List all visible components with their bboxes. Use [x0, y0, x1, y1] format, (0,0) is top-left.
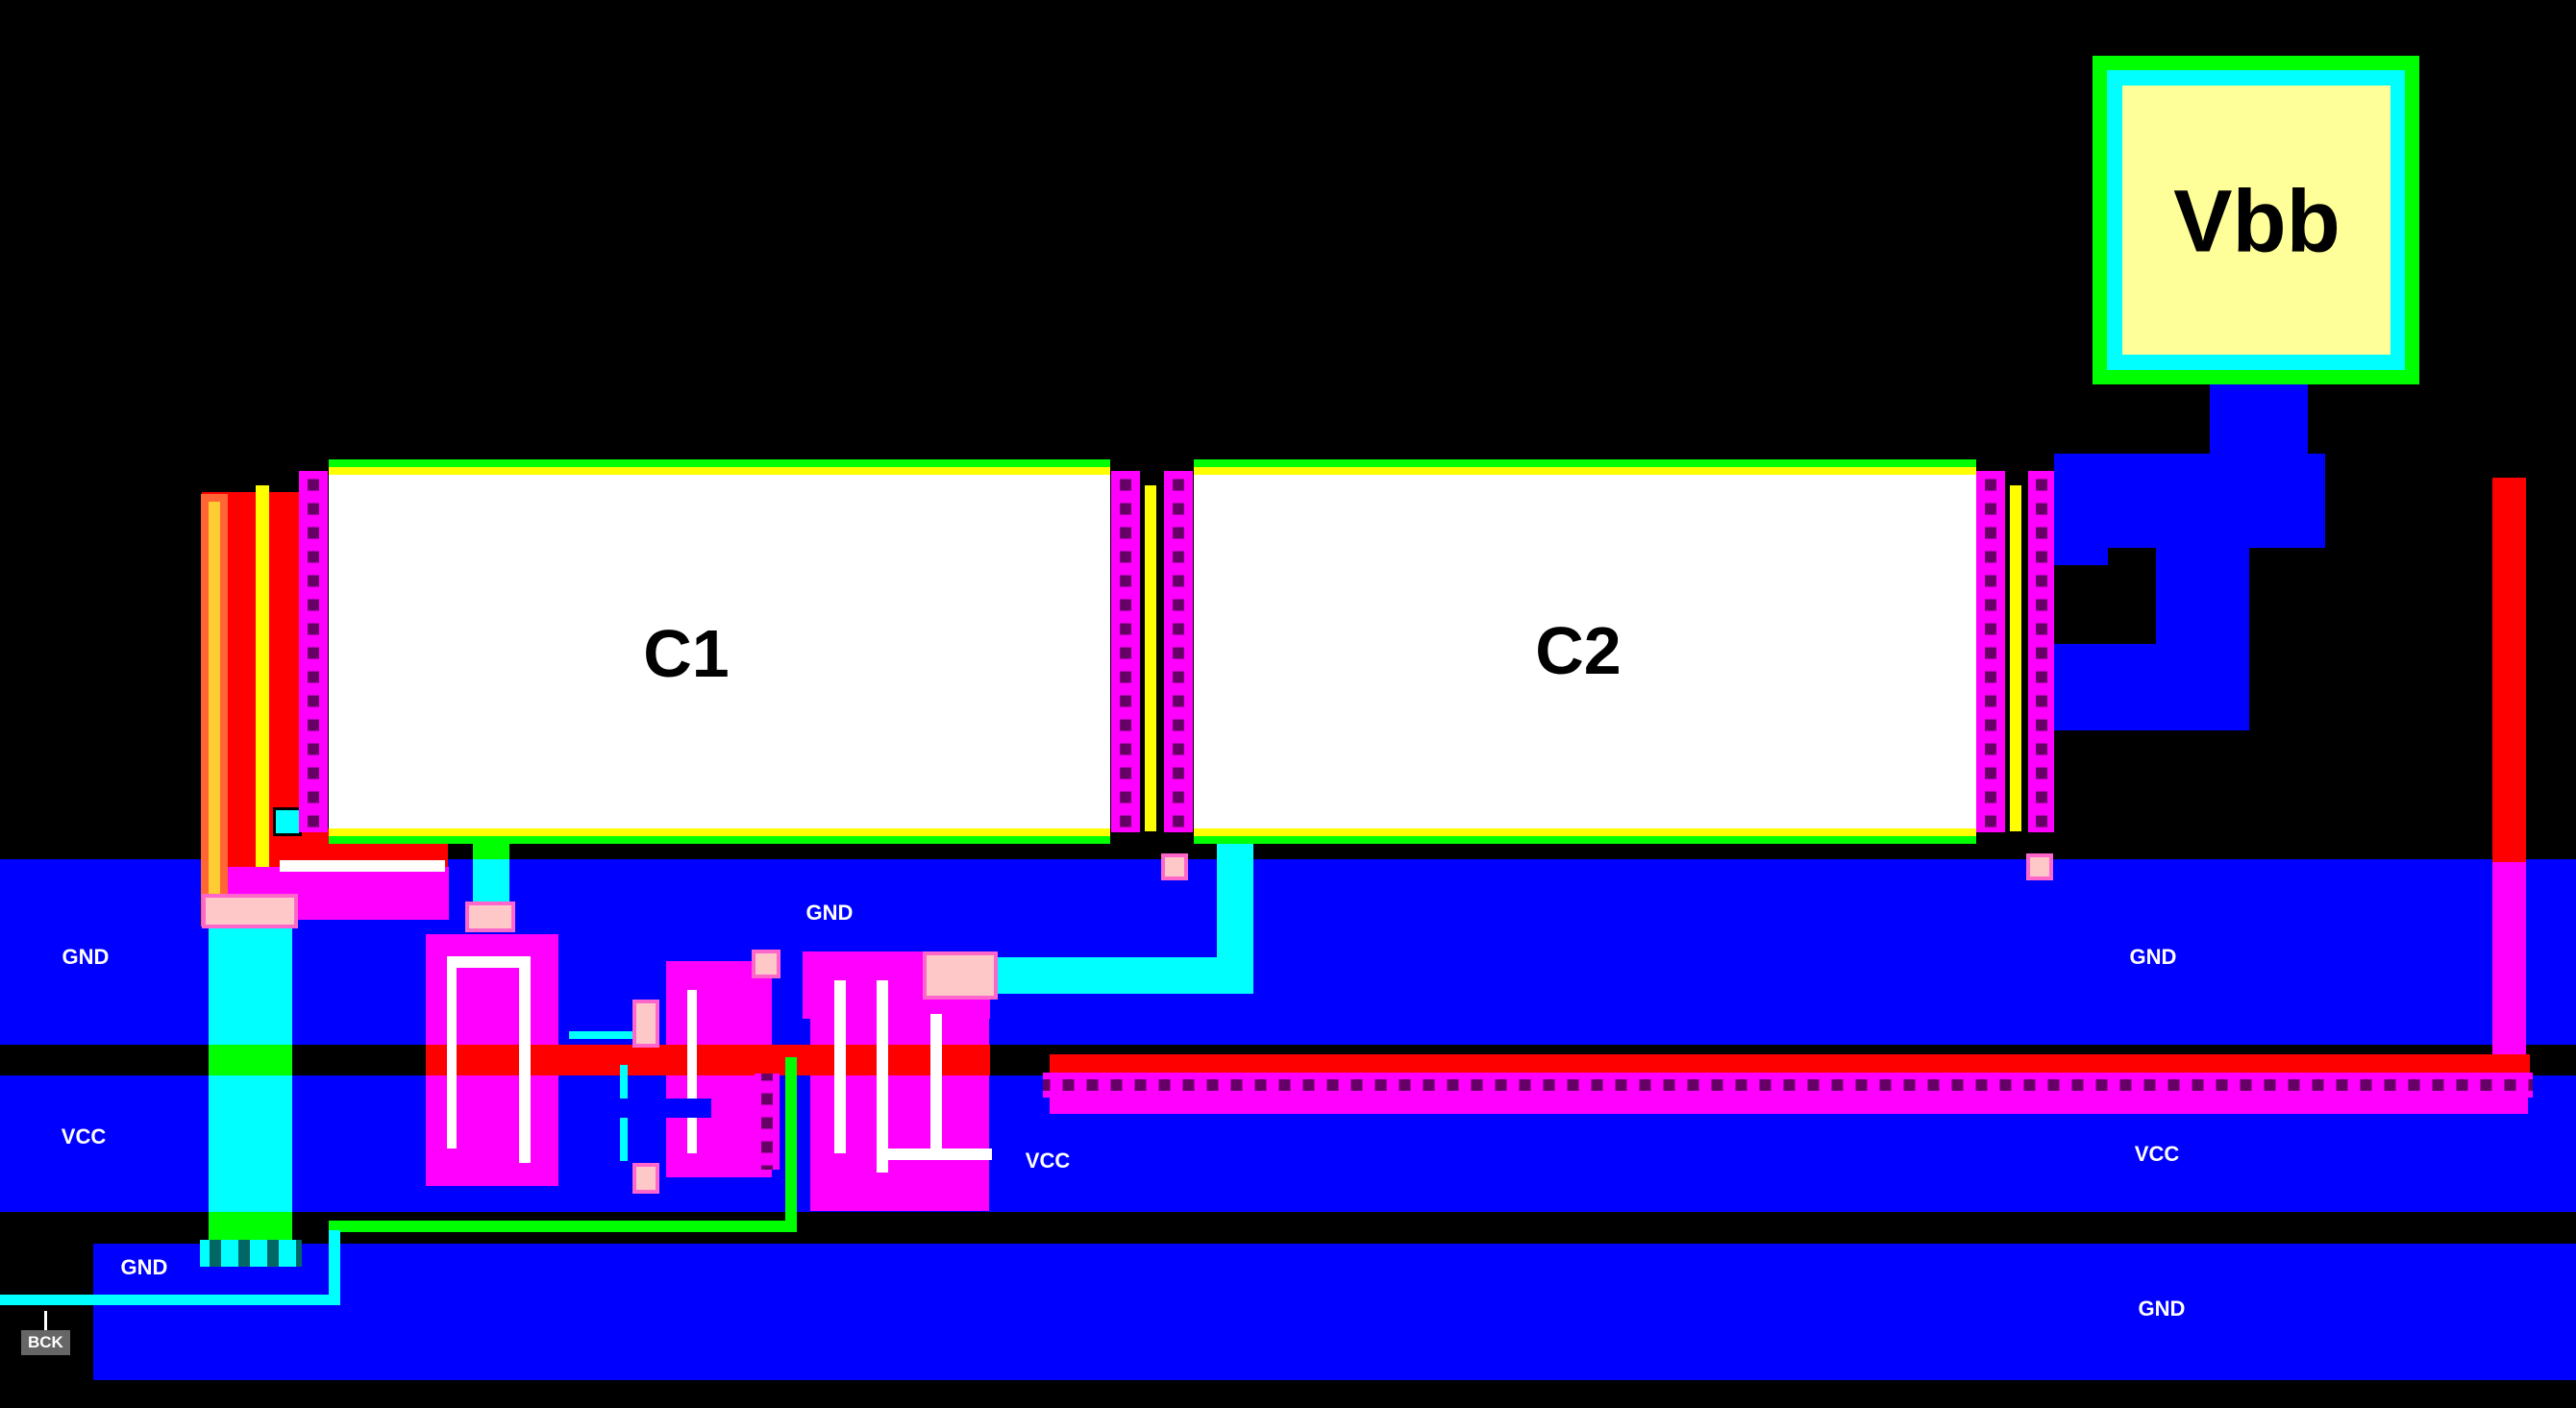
- c2-label: C2: [1535, 613, 1622, 688]
- rail-label-gnd: GND: [805, 901, 854, 925]
- diff-contacts-bar: [1043, 1073, 2533, 1098]
- c1-label: C1: [643, 616, 730, 691]
- poly-horizontal-bar[interactable]: [1050, 1054, 2530, 1075]
- contact-pad-cell1[interactable]: [632, 1000, 659, 1048]
- c2-contacts-outer: [2028, 471, 2054, 832]
- c1-contacts-left: [299, 471, 328, 832]
- c2-border-top-inner: [1194, 467, 1976, 475]
- metal1-cell-link[interactable]: [606, 1099, 711, 1118]
- vbb-wire-bottom[interactable]: [2054, 644, 2249, 730]
- metal-zigzag[interactable]: [256, 485, 269, 875]
- poly-right-vertical[interactable]: [2492, 478, 2526, 862]
- diff-bar-lower[interactable]: [1050, 1098, 2528, 1114]
- bck-wire[interactable]: [0, 1295, 340, 1305]
- rail-label-vcc: VCC: [1025, 1149, 1071, 1173]
- rail-label-vcc: VCC: [2134, 1142, 2180, 1166]
- contact-pad-cell2[interactable]: [632, 1163, 659, 1194]
- gate-d2[interactable]: [930, 1014, 942, 1158]
- vbb-wire-mid[interactable]: [2054, 548, 2108, 565]
- via-row-bottom: [200, 1240, 302, 1267]
- metal-wire-bottom[interactable]: [329, 1221, 797, 1232]
- c1-border-bottom-outer: [329, 836, 1110, 844]
- contact-pad-right[interactable]: [2026, 853, 2053, 880]
- c1-cell[interactable]: [329, 475, 1110, 828]
- poly-orange-core[interactable]: [209, 502, 220, 925]
- c2-border-bottom-outer: [1194, 836, 1976, 844]
- vbb-label: Vbb: [2173, 172, 2341, 271]
- c1-border-top: [329, 459, 1110, 467]
- gnd-rail-bottom[interactable]: [93, 1244, 2576, 1380]
- wire-white-left[interactable]: [280, 860, 445, 872]
- c2-border-bottom: [1194, 828, 1976, 836]
- bck-arrow-icon: [44, 1311, 47, 1330]
- c2-border-top: [1194, 459, 1976, 467]
- via-left-bottom: [209, 1212, 292, 1241]
- contact-square[interactable]: [273, 807, 302, 836]
- contact-pad-mid[interactable]: [1161, 853, 1188, 880]
- c2-contacts-right: [1976, 471, 2005, 832]
- metal2-cell-link[interactable]: [569, 1031, 636, 1039]
- gate-a2[interactable]: [519, 956, 531, 1163]
- cell-contacts-1: [755, 1074, 780, 1170]
- gate-a-top[interactable]: [447, 956, 529, 968]
- c2-cell[interactable]: [1194, 475, 1976, 828]
- metal2-horizontal[interactable]: [985, 957, 1253, 994]
- contact-pad-cell4[interactable]: [923, 951, 998, 1000]
- diff-right-vertical[interactable]: [2492, 862, 2526, 1054]
- gate-a1[interactable]: [447, 956, 457, 1149]
- vbb-wire-top[interactable]: [2054, 454, 2325, 548]
- vbb-pad[interactable]: [2122, 86, 2390, 355]
- poly-gate-row[interactable]: [426, 1045, 990, 1075]
- c1-border-top-inner: [329, 467, 1110, 475]
- contact-pad-c1[interactable]: [465, 902, 515, 932]
- gate-b1[interactable]: [687, 990, 697, 1153]
- rail-label-gnd: GND: [2129, 945, 2177, 969]
- via-strip-right: [2010, 485, 2021, 831]
- contact-pad-left[interactable]: [202, 894, 298, 928]
- gate-c1[interactable]: [834, 980, 846, 1153]
- c1-border-bottom: [329, 828, 1110, 836]
- via-c1-bottom: [473, 844, 509, 861]
- rail-label-gnd: GND: [120, 1255, 168, 1279]
- bck-wire-vertical[interactable]: [329, 1230, 340, 1305]
- bck-port-label[interactable]: BCK: [21, 1330, 70, 1355]
- gate-d1[interactable]: [877, 980, 888, 1173]
- rail-label-gnd: GND: [2138, 1297, 2186, 1321]
- contact-pad-cell3[interactable]: [752, 950, 780, 978]
- rail-label-gnd: GND: [62, 945, 110, 969]
- via-strip-mid: [1145, 485, 1156, 831]
- metal2-left-vertical[interactable]: [209, 928, 292, 1240]
- c1-contacts-right: [1111, 471, 1140, 832]
- metal-wire-riser[interactable]: [785, 1057, 797, 1230]
- rail-label-vcc: VCC: [61, 1124, 107, 1149]
- metal2-c1-drop[interactable]: [473, 859, 509, 907]
- c2-contacts-left: [1164, 471, 1193, 832]
- via-left-gnd: [209, 1045, 292, 1075]
